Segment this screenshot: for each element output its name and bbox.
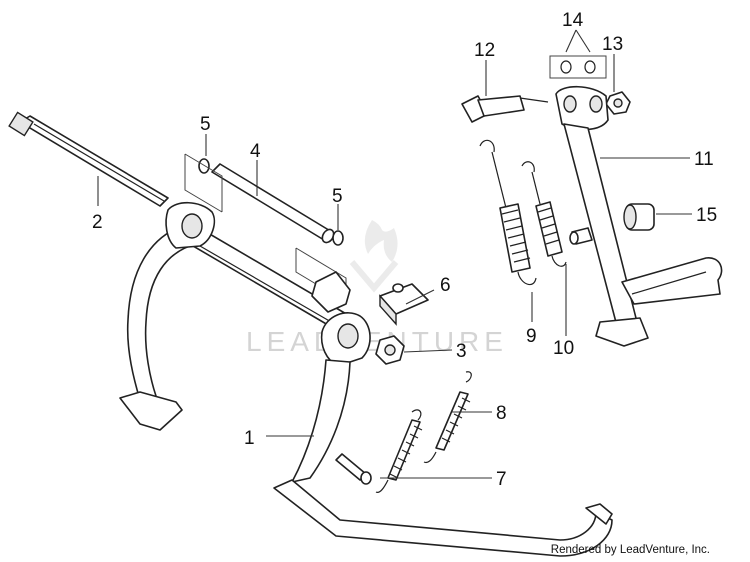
callout-5-lower: 5: [332, 186, 343, 207]
part-8-spring: [423, 371, 472, 464]
callout-15: 15: [696, 205, 717, 226]
part-13-nut: [605, 91, 631, 115]
callout-12: 12: [474, 40, 495, 61]
part-5-washer-upper: [198, 158, 210, 174]
render-credit: Rendered by LeadVenture, Inc.: [550, 544, 710, 556]
part-4-pin: [211, 163, 335, 244]
part-5-washer-lower: [332, 230, 344, 246]
watermark-text: LEADVENTURE: [246, 326, 508, 357]
callout-6: 6: [440, 275, 451, 296]
callout-9: 9: [526, 326, 537, 347]
callout-7: 7: [496, 469, 507, 490]
part-10-spring: [521, 161, 567, 267]
callout-4: 4: [250, 141, 261, 162]
callout-11: 11: [694, 149, 714, 170]
part-1-center-stand: [119, 201, 613, 557]
part-6-rubber-block: [379, 283, 429, 326]
callout-2: 2: [92, 212, 103, 233]
callout-14: 14: [562, 10, 584, 31]
part-2-shaft: [8, 111, 169, 207]
part-12-bolt: [461, 95, 549, 123]
callout-box-14: [549, 55, 607, 79]
part-14-bushing-right: [584, 60, 596, 74]
part-15-bumper: [623, 203, 655, 231]
callout-1: 1: [244, 428, 255, 449]
part-3-nut: [375, 335, 405, 365]
callout-8: 8: [496, 403, 507, 424]
callout-13: 13: [602, 34, 623, 55]
stand-spring-bolt: [335, 453, 372, 485]
part-11-side-stand: [555, 85, 723, 347]
part-14-bushing-left: [560, 60, 572, 74]
callout-5-upper: 5: [200, 114, 211, 135]
leader-lines: [97, 29, 692, 479]
part-9-spring: [479, 139, 537, 286]
callout-10: 10: [553, 338, 574, 359]
watermark-logo: [349, 220, 399, 293]
part-7-spring: [375, 409, 423, 493]
callout-3: 3: [456, 341, 467, 362]
callout-box-5a: [184, 153, 223, 213]
